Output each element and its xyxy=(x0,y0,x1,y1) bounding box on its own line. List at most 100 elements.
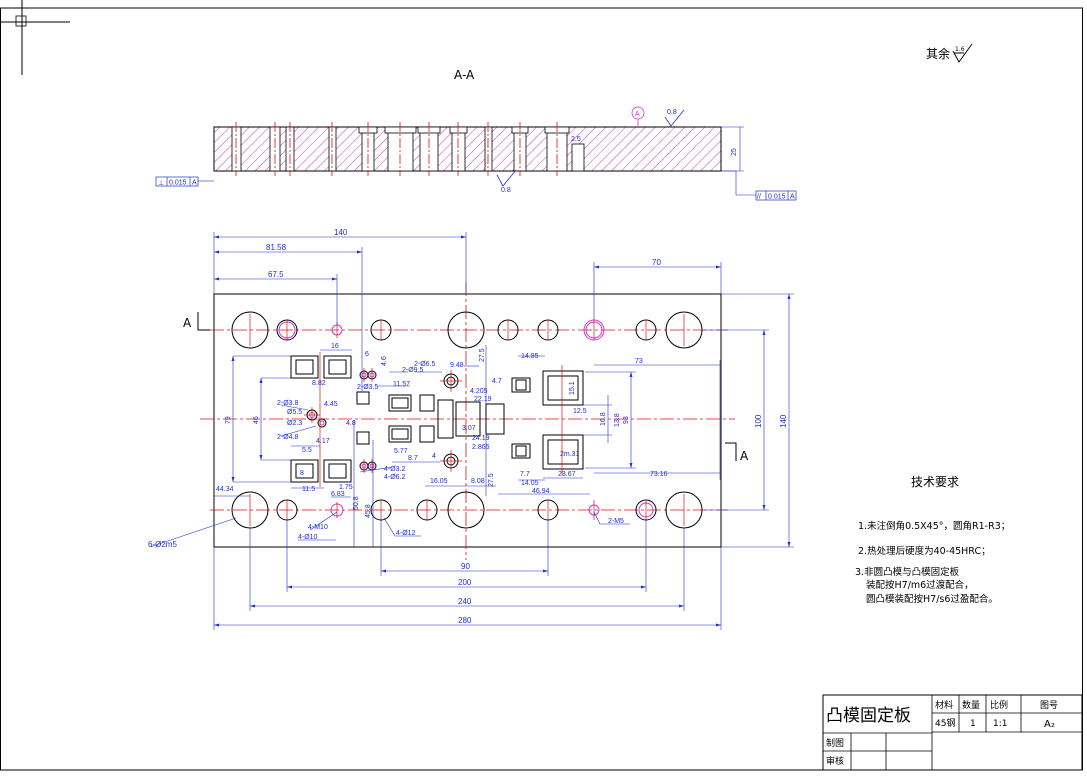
dim-140-right: 140 xyxy=(779,414,788,428)
dim-44-34: 44.34 xyxy=(216,486,234,493)
dim-2m-31: 2m.31 xyxy=(560,451,580,458)
dim-4-d3-2: 4-Ø3.2 xyxy=(384,466,406,473)
plan-view: A A xyxy=(148,228,794,630)
dim-4-45: 4.45 xyxy=(324,401,338,408)
dim-4-17: 4.17 xyxy=(316,438,330,445)
roughness-bottom-icon xyxy=(496,169,517,187)
dim-2-865: 2.865 xyxy=(472,444,490,451)
dim-4-205: 4.205 xyxy=(470,388,488,395)
dim-2-d6-5: 2-Ø6.5 xyxy=(414,361,436,368)
dim-8-08: 8.08 xyxy=(471,478,485,485)
dim-79: 79 xyxy=(225,416,232,424)
dim-step: 2.5 xyxy=(571,136,581,143)
dim-14-05: 14.05 xyxy=(521,480,539,487)
header-scale: 比例 xyxy=(990,699,1008,711)
dim-5-77: 5.77 xyxy=(394,448,408,455)
dim-46-94: 46.94 xyxy=(532,488,550,495)
roughness-top-value: 0.8 xyxy=(667,109,677,116)
dim-16-05: 16.05 xyxy=(430,478,448,485)
roughness-bottom-value: 0.8 xyxy=(501,187,511,194)
dim-2-d4-8: 2-Ø4.8 xyxy=(277,434,299,441)
callout-4-m10: 4-M10 xyxy=(308,524,328,531)
dim-4-8: 4.8 xyxy=(346,420,356,427)
requirements-title: 技术要求 xyxy=(911,475,959,489)
dim-1-75: 1.75 xyxy=(339,484,353,491)
dim-45-8: 45.8 xyxy=(365,504,372,518)
callout-4-d10: 4-Ø10 xyxy=(298,534,318,541)
dim-27-5-top: 27.5 xyxy=(479,348,486,362)
callout-4-d12: 4-Ø12 xyxy=(396,530,416,537)
svg-text:⊥: ⊥ xyxy=(158,180,164,187)
dim-140-top: 140 xyxy=(334,228,348,237)
dim-d2-3: Ø2.3 xyxy=(287,420,302,427)
dim-93: 93 xyxy=(623,416,630,424)
border-corner-box xyxy=(15,15,27,27)
svg-text:0.015: 0.015 xyxy=(768,194,786,201)
dim-16: 16 xyxy=(331,343,339,350)
dim-2-d3-5: 2-Ø3.5 xyxy=(357,384,379,391)
dim-11-57: 11.57 xyxy=(393,381,410,388)
dim-73: 73 xyxy=(635,358,643,365)
dim-15-1: 15.1 xyxy=(569,381,576,395)
roughness-note-label: 其余 xyxy=(926,46,950,61)
dim-70: 70 xyxy=(652,258,661,267)
gdt-frame-left: ⊥ 0.015 A xyxy=(155,176,214,187)
dim-8-7: 8.7 xyxy=(408,455,418,462)
value-material: 45钢 xyxy=(935,717,955,729)
requirement-3: 3.非圆凸模与凸模固定板 xyxy=(855,566,960,578)
header-material: 材料 xyxy=(935,699,953,711)
dim-81-58: 81.58 xyxy=(266,243,287,252)
value-scale: 1:1 xyxy=(993,719,1007,729)
requirement-1: 1.未注倒角0.5X45°，圆角R1-R3； xyxy=(858,520,1010,532)
dim-11-5: 11.5 xyxy=(302,486,315,493)
header-drawing-no: 图号 xyxy=(1040,700,1058,711)
dim-240: 240 xyxy=(458,597,472,606)
svg-text:A: A xyxy=(192,180,197,187)
row-drafted: 制图 xyxy=(826,737,844,749)
dim-d5-5: Ø5.5 xyxy=(287,409,302,416)
dim-3-07: 3.07 xyxy=(462,425,476,432)
callout-2-m5: 2-M5 xyxy=(608,518,624,525)
gdt-frame-right: // 0.015 A xyxy=(721,170,797,201)
value-quantity: 1 xyxy=(970,719,976,729)
dim-2-d9-5: 2-Ø9.5 xyxy=(402,367,424,374)
dim-67-5: 67.5 xyxy=(268,270,284,279)
section-marker-right-icon xyxy=(725,442,737,461)
requirement-3-line-2: 装配按H7/m6过渡配合， xyxy=(866,579,974,591)
row-reviewed: 审核 xyxy=(826,755,844,767)
dim-100: 100 xyxy=(754,414,763,428)
dim-90: 90 xyxy=(461,562,470,571)
dim-200: 200 xyxy=(458,578,472,587)
requirement-2: 2.热处理后硬度为40-45HRC； xyxy=(858,545,991,557)
dim-24-19: 24.19 xyxy=(472,435,490,442)
dim-22-19: 22.19 xyxy=(474,396,492,403)
header-quantity: 数量 xyxy=(962,699,980,711)
dim-73-16: 73.16 xyxy=(650,471,668,478)
dim-4-7: 4.7 xyxy=(492,378,502,385)
dim-6-83: 6.83 xyxy=(331,491,345,498)
section-marker-left: A xyxy=(183,316,192,330)
svg-text:A: A xyxy=(790,194,795,201)
dim-46: 46 xyxy=(253,416,260,424)
dim-4-6: 4.6 xyxy=(381,356,388,366)
svg-text://: // xyxy=(757,194,761,201)
datum-a-label: A xyxy=(635,111,640,118)
dim-4-d6-2: 4-Ø6.2 xyxy=(384,474,406,481)
title-block: 凸模固定板 材料 数量 比例 图号 45钢 1 1:1 A₂ 制图 审核 xyxy=(822,694,1083,771)
drawing-name: 凸模固定板 xyxy=(826,706,911,726)
dim-thickness: 25 xyxy=(731,148,738,156)
value-drawing-no: A₂ xyxy=(1044,719,1055,730)
dim-8-82: 8.82 xyxy=(312,380,326,387)
dim-5-5: 5.5 xyxy=(302,447,312,454)
dim-2-d3-8: 2-Ø3.8 xyxy=(277,400,299,407)
dim-16-8: 16.8 xyxy=(600,412,607,426)
roughness-top-icon xyxy=(664,109,685,127)
dim-13-8: 13.8 xyxy=(614,413,621,427)
dim-6: 6 xyxy=(365,351,369,358)
dim-9-48: 9.48 xyxy=(450,362,464,369)
dim-4: 4 xyxy=(432,453,436,460)
dim-27-5-bot: 27.5 xyxy=(488,473,495,487)
section-marker-left-icon xyxy=(197,312,210,331)
svg-text:0.015: 0.015 xyxy=(169,180,187,187)
